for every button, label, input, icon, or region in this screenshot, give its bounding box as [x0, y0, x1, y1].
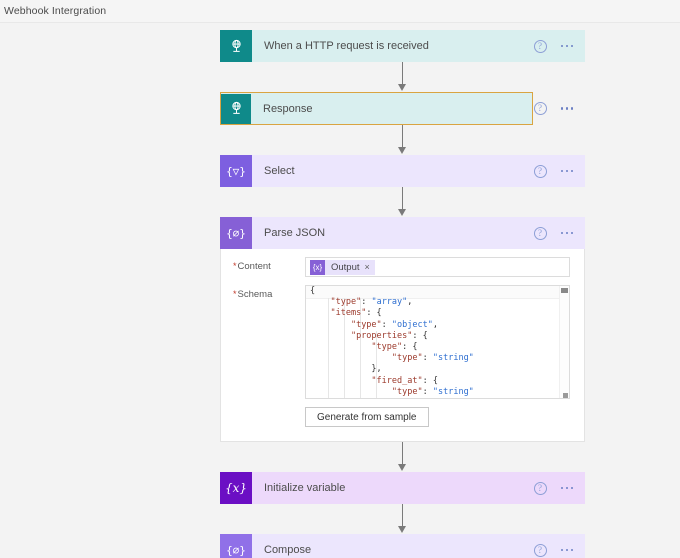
connector-line	[402, 62, 403, 86]
flow-step-response[interactable]: Response ?	[220, 92, 585, 125]
step-card-header[interactable]: {▽} Select ?	[220, 155, 585, 187]
schema-scrollbar[interactable]	[559, 286, 569, 398]
remove-token-icon[interactable]: ×	[364, 262, 370, 272]
step-card-header[interactable]: When a HTTP request is received ?	[220, 30, 585, 62]
step-title: Compose	[264, 544, 312, 556]
connector-arrowhead	[398, 526, 406, 533]
flow-steps-column: When a HTTP request is received ?	[220, 30, 585, 558]
connector-arrowhead	[398, 209, 406, 216]
content-input[interactable]: {x} Output ×	[305, 257, 570, 277]
step-actions: ?	[533, 164, 586, 178]
help-icon[interactable]: ?	[533, 102, 547, 115]
app-title-bar: Webhook Intergration	[0, 0, 680, 23]
token-variable-icon: {x}	[310, 259, 325, 275]
connector-arrow	[220, 442, 585, 472]
help-icon[interactable]: ?	[533, 481, 547, 495]
variable-braces-icon: {x}	[220, 472, 252, 504]
schema-code-text: { "type": "array", "items": { "type": "o…	[310, 286, 474, 397]
indent-guide	[360, 298, 361, 398]
scrollbar-thumb[interactable]	[561, 288, 568, 293]
indent-guide	[328, 298, 329, 398]
help-icon[interactable]: ?	[533, 226, 547, 240]
more-options-icon[interactable]	[560, 231, 573, 235]
help-icon[interactable]: ?	[533, 39, 547, 53]
connector-arrow	[220, 504, 585, 534]
schema-field-label: *Schema	[233, 285, 305, 300]
indent-guide	[344, 298, 345, 398]
required-star: *	[233, 289, 237, 299]
content-field-row: *Content {x} Output ×	[221, 249, 584, 277]
schema-field-row: *Schema { "type": "array", "items": { "t…	[221, 277, 584, 399]
step-actions: ?	[533, 226, 586, 240]
editor-resize-grip[interactable]	[563, 393, 568, 398]
select-braces-icon: {▽}	[220, 155, 252, 187]
compose-braces-icon: {⌀}	[220, 534, 252, 558]
connector-arrowhead	[398, 84, 406, 91]
token-label: Output	[331, 261, 360, 273]
step-actions: ?	[533, 92, 586, 125]
connector-arrowhead	[398, 464, 406, 471]
connector-line	[402, 187, 403, 211]
indent-guide	[376, 331, 377, 398]
flow-step-compose[interactable]: {⌀} Compose ?	[220, 534, 585, 558]
more-options-icon[interactable]	[560, 169, 573, 173]
step-card-header[interactable]: {x} Initialize variable ?	[220, 472, 585, 504]
step-actions: ?	[533, 543, 586, 557]
connector-line	[402, 442, 403, 466]
editor-active-line	[306, 286, 569, 299]
generate-from-sample-button[interactable]: Generate from sample	[305, 407, 429, 427]
parse-json-body: *Content {x} Output × *Schema	[220, 249, 585, 442]
flow-step-select[interactable]: {▽} Select ?	[220, 155, 585, 187]
http-response-icon	[221, 93, 251, 124]
http-request-icon	[220, 30, 252, 62]
step-title: Response	[263, 102, 313, 115]
help-icon[interactable]: ?	[533, 164, 547, 178]
step-title: Select	[264, 165, 295, 177]
parse-json-braces-icon: {⌀}	[220, 217, 252, 249]
step-title: Parse JSON	[264, 227, 326, 239]
step-card-header[interactable]: Response	[220, 92, 533, 125]
page-title: Webhook Intergration	[4, 5, 107, 17]
more-options-icon[interactable]	[560, 548, 573, 552]
connector-arrow	[220, 62, 585, 92]
flow-step-parse-json[interactable]: {⌀} Parse JSON ? *Content {x}	[220, 217, 585, 442]
help-icon[interactable]: ?	[533, 543, 547, 557]
generate-button-row: Generate from sample	[221, 399, 584, 427]
step-actions: ?	[533, 39, 586, 53]
more-options-icon[interactable]	[560, 107, 573, 110]
step-card-header[interactable]: {⌀} Compose ?	[220, 534, 585, 558]
content-field-label: *Content	[233, 257, 305, 272]
required-star: *	[233, 261, 237, 271]
more-options-icon[interactable]	[560, 44, 573, 48]
connector-arrow	[220, 125, 585, 155]
schema-label-text: Schema	[237, 289, 273, 300]
flow-step-initialize-variable[interactable]: {x} Initialize variable ?	[220, 472, 585, 504]
step-card-header[interactable]: {⌀} Parse JSON ?	[220, 217, 585, 249]
step-actions: ?	[533, 481, 586, 495]
connector-arrowhead	[398, 147, 406, 154]
flow-designer-canvas[interactable]: When a HTTP request is received ?	[0, 23, 680, 558]
more-options-icon[interactable]	[560, 486, 573, 490]
connector-arrow	[220, 187, 585, 217]
dynamic-content-token[interactable]: {x} Output ×	[310, 259, 375, 275]
flow-step-http-trigger[interactable]: When a HTTP request is received ?	[220, 30, 585, 62]
content-label-text: Content	[237, 261, 271, 272]
step-title: Initialize variable	[264, 482, 346, 494]
connector-line	[402, 125, 403, 149]
step-title: When a HTTP request is received	[264, 40, 429, 52]
schema-code-editor[interactable]: { "type": "array", "items": { "type": "o…	[305, 285, 570, 399]
connector-line	[402, 504, 403, 528]
